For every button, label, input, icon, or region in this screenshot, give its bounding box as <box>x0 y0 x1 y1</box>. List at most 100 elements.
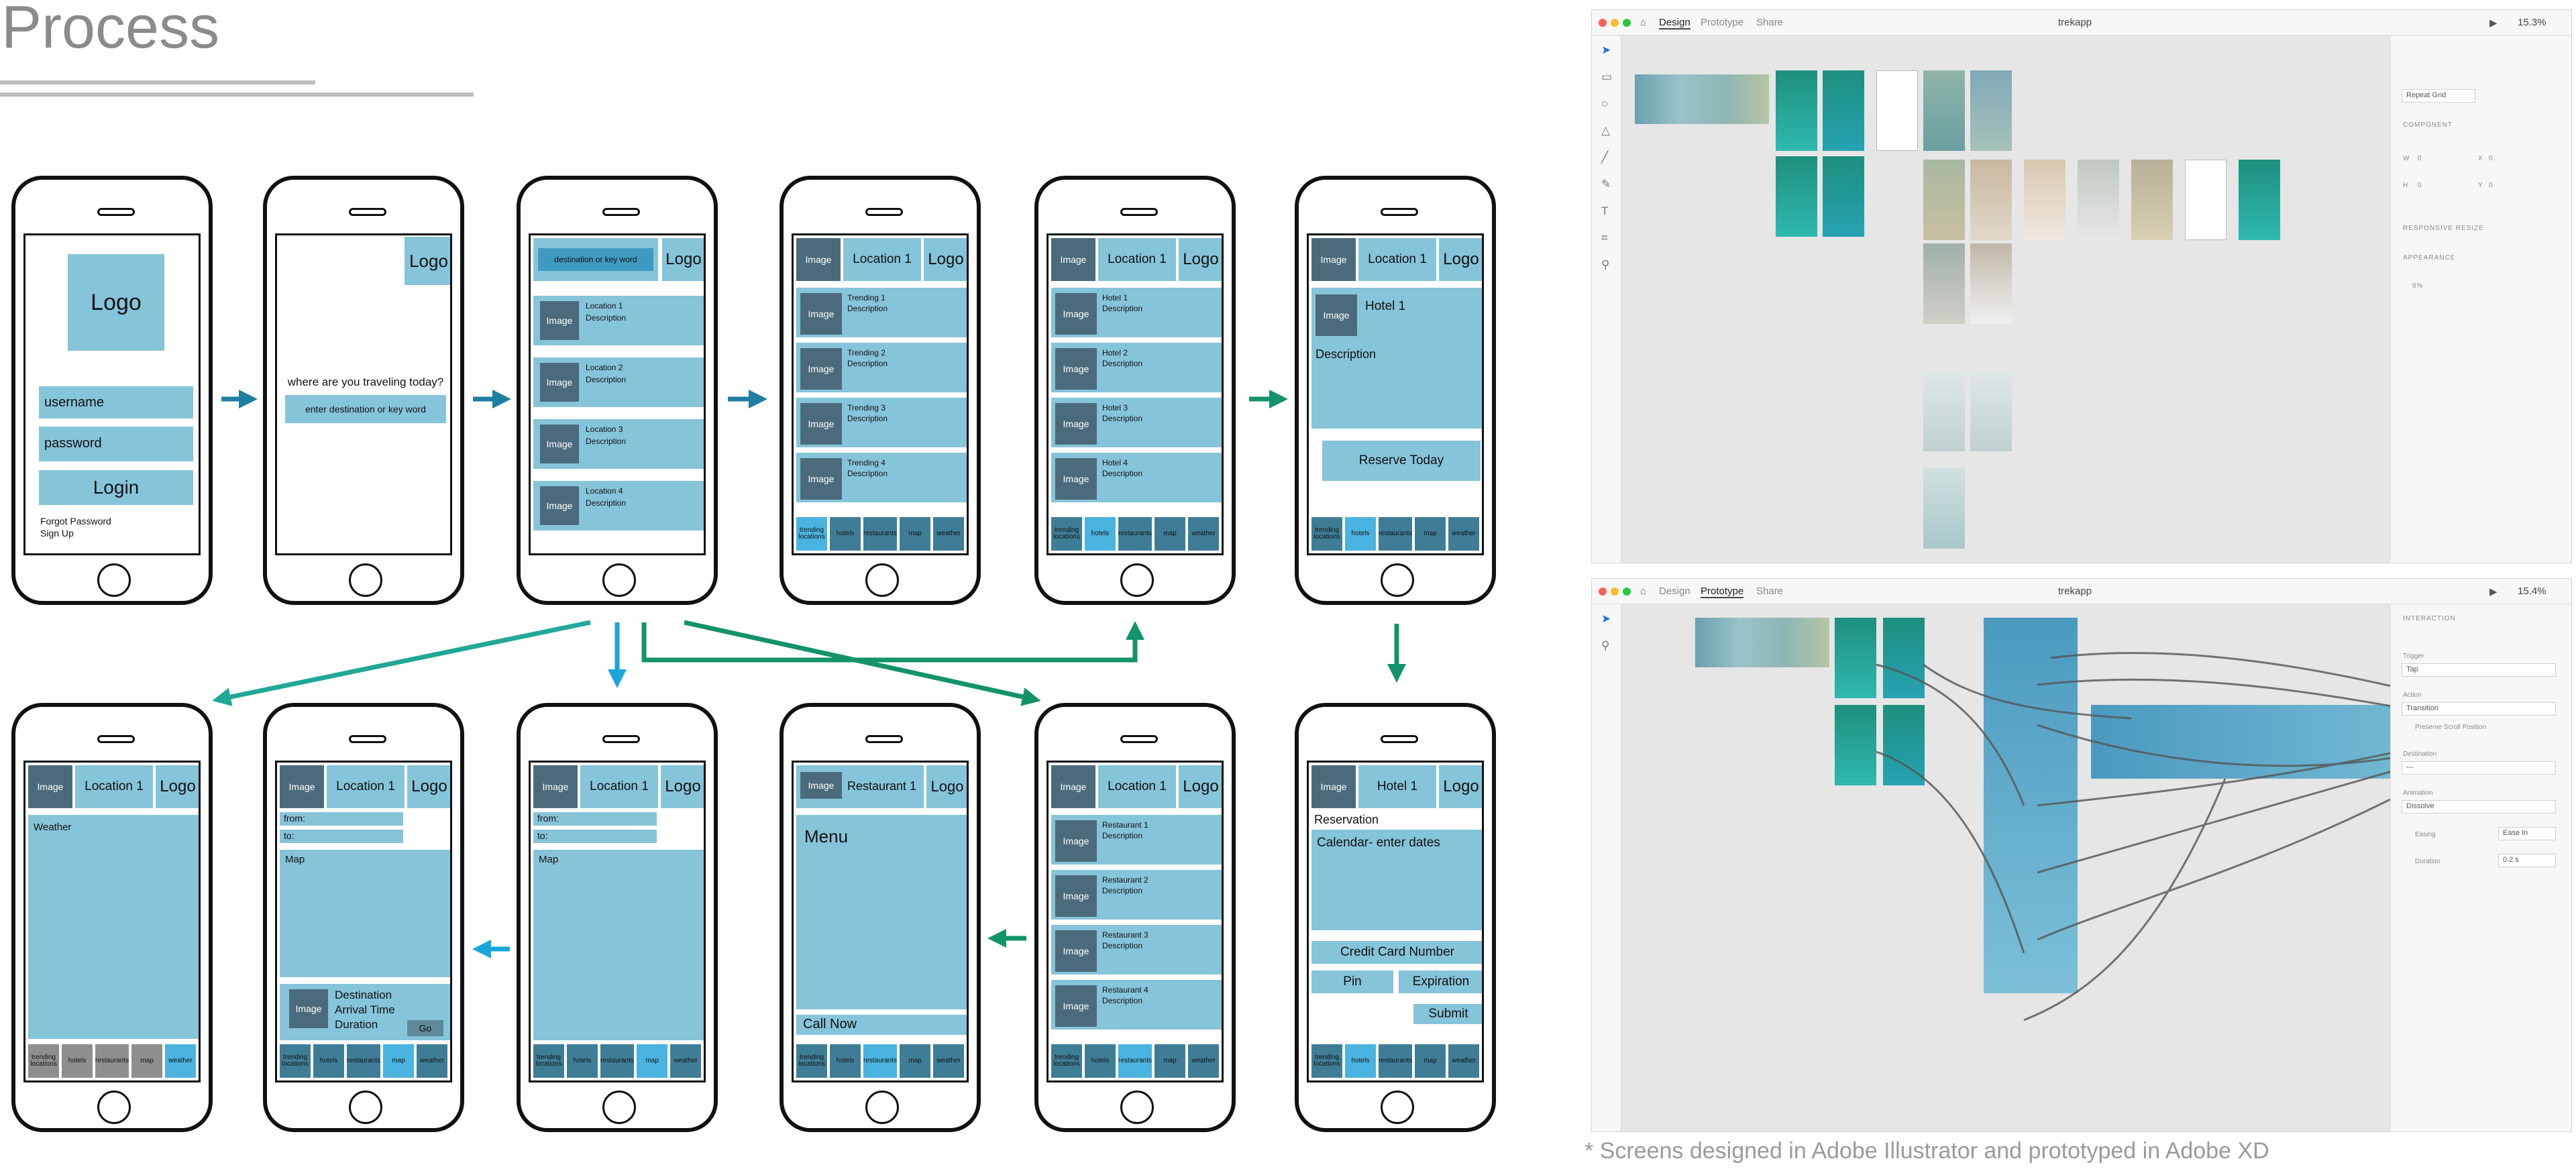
nav-hotels[interactable]: hotels <box>830 517 861 551</box>
search-bar[interactable]: destination or key word <box>533 238 658 281</box>
artboard-thumb[interactable] <box>1923 243 1965 324</box>
tab-share[interactable]: Share <box>1756 17 1784 28</box>
map-area[interactable]: Map <box>533 850 704 1040</box>
nav-trending[interactable]: trending locations <box>1311 517 1342 551</box>
home-icon[interactable]: ⌂ <box>1640 17 1647 28</box>
nav-weather[interactable]: weather <box>1448 517 1480 551</box>
artboard-thumb[interactable] <box>1635 74 1769 124</box>
nav-restaurants[interactable]: restaurants <box>347 1044 381 1078</box>
text-icon[interactable]: T <box>1601 205 1609 217</box>
polygon-icon[interactable]: △ <box>1601 124 1611 137</box>
nav-weather[interactable]: weather <box>670 1044 702 1078</box>
artboard-thumb[interactable] <box>1923 371 1965 451</box>
nav-restaurants[interactable]: restaurants <box>1118 517 1152 551</box>
action-select[interactable]: Transition <box>2402 702 2556 716</box>
artboard-icon[interactable]: ⌗ <box>1601 231 1608 244</box>
nav-map[interactable]: map <box>1155 1044 1186 1078</box>
nav-hotels[interactable]: hotels <box>313 1044 344 1078</box>
artboard-thumb[interactable] <box>1883 618 1925 698</box>
repeat-grid-button[interactable]: Repeat Grid <box>2402 89 2475 103</box>
username-field[interactable]: username <box>39 386 193 419</box>
tab-prototype[interactable]: Prototype <box>1701 17 1744 28</box>
nav-weather[interactable]: weather <box>933 1044 965 1078</box>
nav-map[interactable]: map <box>1415 1044 1446 1078</box>
artboard-thumb[interactable] <box>1835 705 1876 785</box>
nav-restaurants[interactable]: restaurants <box>863 1044 898 1078</box>
nav-trending[interactable]: trending locations <box>1311 1044 1342 1078</box>
close-dot[interactable] <box>1599 588 1607 596</box>
nav-map[interactable]: map <box>131 1044 163 1078</box>
sign-up-link[interactable]: Sign Up <box>40 528 74 539</box>
select-icon[interactable]: ➤ <box>1601 612 1611 625</box>
nav-restaurants[interactable]: restaurants <box>95 1044 129 1078</box>
artboard-thumb[interactable] <box>2078 160 2119 240</box>
duration-field[interactable]: 0.2 s <box>2498 854 2556 867</box>
easing-select[interactable]: Ease In <box>2498 827 2556 840</box>
nav-weather[interactable]: weather <box>417 1044 448 1078</box>
destination-input[interactable]: enter destination or key word <box>285 395 446 423</box>
document-title[interactable]: trekapp <box>2058 17 2092 28</box>
artboard-thumb[interactable] <box>1923 468 1965 549</box>
y-value[interactable]: 0 <box>2489 182 2493 189</box>
nav-trending[interactable]: trending locations <box>1051 1044 1082 1078</box>
nav-weather[interactable]: weather <box>1188 517 1220 551</box>
submit-button[interactable]: Submit <box>1413 1004 1482 1024</box>
select-icon[interactable]: ➤ <box>1601 44 1611 56</box>
nav-weather[interactable]: weather <box>1188 1044 1220 1078</box>
artboard-thumb[interactable] <box>1923 160 1965 240</box>
nav-hotels[interactable]: hotels <box>567 1044 598 1078</box>
nav-restaurants[interactable]: restaurants <box>1118 1044 1152 1078</box>
calendar-panel[interactable]: Calendar- enter dates <box>1311 830 1482 930</box>
login-button[interactable]: Login <box>39 470 193 505</box>
tab-design[interactable]: Design <box>1659 586 1690 597</box>
go-button[interactable]: Go <box>407 1020 443 1036</box>
document-title[interactable]: trekapp <box>2058 586 2092 597</box>
credit-card-field[interactable]: Credit Card Number <box>1311 941 1482 964</box>
nav-hotels[interactable]: hotels <box>830 1044 861 1078</box>
rectangle-icon[interactable]: ▭ <box>1601 70 1613 83</box>
artboard-thumb[interactable] <box>1883 705 1925 785</box>
nav-trending[interactable]: trending locations <box>280 1044 311 1078</box>
artboard-thumb[interactable] <box>2131 160 2173 240</box>
artboard-thumb[interactable] <box>1970 243 2012 324</box>
nav-map[interactable]: map <box>383 1044 415 1078</box>
pen-icon[interactable]: ✎ <box>1601 178 1611 190</box>
line-icon[interactable]: ╱ <box>1601 151 1609 164</box>
artboard-thumb[interactable] <box>1835 618 1876 698</box>
artboard-thumb[interactable] <box>1876 70 1918 151</box>
nav-trending[interactable]: trending locations <box>1051 517 1082 551</box>
maximize-dot[interactable] <box>1623 19 1631 27</box>
artboard-thumb[interactable] <box>2185 160 2226 240</box>
width-value[interactable]: 0 <box>2418 155 2422 162</box>
reserve-button[interactable]: Reserve Today <box>1322 441 1481 481</box>
zoom-level[interactable]: 15.3% <box>2518 17 2546 28</box>
preserve-scroll-checkbox[interactable]: Preserve Scroll Position <box>2415 724 2487 731</box>
nav-hotels[interactable]: hotels <box>62 1044 93 1078</box>
artboard-thumb[interactable] <box>1823 70 1864 151</box>
destination-select[interactable]: --- <box>2402 761 2556 775</box>
animation-select[interactable]: Dissolve <box>2402 800 2556 814</box>
artboard-thumb[interactable] <box>1776 70 1817 151</box>
pin-field[interactable]: Pin <box>1311 970 1393 993</box>
password-field[interactable]: password <box>39 427 193 461</box>
close-dot[interactable] <box>1599 19 1607 27</box>
artboard-thumb[interactable] <box>1970 371 2012 451</box>
forgot-password-link[interactable]: Forgot Password <box>40 516 111 526</box>
zoom-icon[interactable]: ⚲ <box>1601 258 1610 271</box>
nav-restaurants[interactable]: restaurants <box>600 1044 635 1078</box>
nav-map[interactable]: map <box>900 1044 931 1078</box>
zoom-icon[interactable]: ⚲ <box>1601 639 1610 652</box>
nav-hotels[interactable]: hotels <box>1345 517 1376 551</box>
